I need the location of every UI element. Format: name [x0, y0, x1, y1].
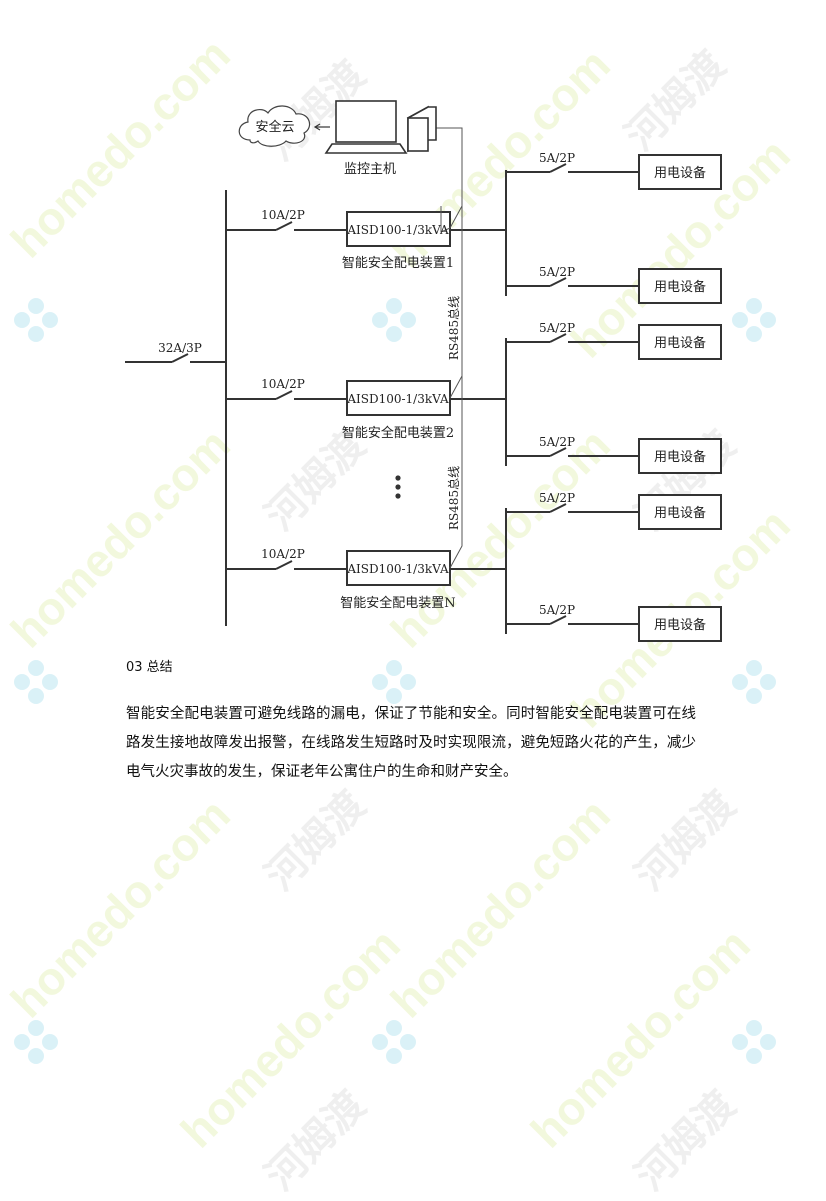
device-n-out-1-load: 用电设备	[654, 505, 706, 521]
device-1-breaker-label: 10A/2P	[261, 208, 305, 222]
watermark-flower-icon	[372, 660, 416, 704]
device-1-out-1-load: 用电设备	[654, 165, 706, 181]
device-1-breaker-switch	[275, 221, 293, 231]
watermark-text: homedo.com	[0, 788, 240, 1028]
device-1-out-2-breaker: 5A/2P	[539, 265, 575, 279]
watermark-flower-icon	[14, 660, 58, 704]
rs485-bus-label: RS485总线	[447, 296, 461, 360]
main-breaker-label: 32A/3P	[158, 341, 202, 355]
device-n-breaker-switch	[275, 560, 293, 570]
load-2b-box	[638, 438, 722, 474]
watermark-flower-icon	[372, 1020, 416, 1064]
cloud-label: 安全云	[255, 119, 294, 135]
device-n-out-2-load: 用电设备	[654, 617, 706, 633]
arrow-left-icon	[313, 123, 330, 131]
wiring-diagram: 安全云 监控主机 32A/3P 10A/2P AISD100-1/3kVA 智能…	[125, 100, 722, 642]
cloud-icon	[238, 105, 311, 147]
device-2-out-1-breaker: 5A/2P	[539, 321, 575, 335]
device-1-box	[346, 211, 451, 247]
device-1-box-label: AISD100-1/3kVA	[346, 223, 449, 237]
device-n-out-1-breaker: 5A/2P	[539, 491, 575, 505]
rs485-bus-line	[436, 127, 463, 229]
device-n-out-2-breaker: 5A/2P	[539, 603, 575, 617]
load-1b-box	[638, 268, 722, 304]
section-heading: 03 总结	[126, 660, 173, 675]
device-n-breaker-label: 10A/2P	[261, 547, 305, 561]
watermark-flower-icon	[732, 660, 776, 704]
main-breaker-switch	[171, 353, 189, 363]
watermark-flower-icon	[14, 1020, 58, 1064]
summary-paragraph: 智能安全配电装置可避免线路的漏电，保证了节能和安全。同时智能安全配电装置可在线路…	[126, 706, 696, 780]
device-1-out-1-breaker: 5A/2P	[539, 151, 575, 165]
device-1-name: 智能安全配电装置1	[342, 255, 454, 271]
device-n-name: 智能安全配电装置N	[340, 595, 455, 611]
ellipsis-icon	[395, 475, 401, 499]
device-2-out-2-breaker: 5A/2P	[539, 435, 575, 449]
watermark-text-cn: 河姆渡	[627, 782, 745, 900]
monitor-host-icon	[324, 100, 437, 154]
watermark-text: homedo.com	[380, 788, 620, 1028]
host-label: 监控主机	[344, 162, 396, 177]
load-1a-box	[638, 154, 722, 190]
watermark-flower-icon	[732, 1020, 776, 1064]
device-2-out-1-load: 用电设备	[654, 335, 706, 351]
load-2a-box	[638, 324, 722, 360]
watermark-text: homedo.com	[520, 918, 760, 1158]
load-na-box	[638, 494, 722, 530]
device-2-breaker-switch	[275, 390, 293, 400]
watermark-text-cn: 河姆渡	[257, 782, 375, 900]
watermark-text-cn: 河姆渡	[627, 1082, 745, 1200]
device-2-breaker-label: 10A/2P	[261, 377, 305, 391]
rs485-bus-line	[449, 376, 463, 569]
watermark-text: homedo.com	[170, 918, 410, 1158]
device-2-out-2-load: 用电设备	[654, 449, 706, 465]
device-n-box-label: AISD100-1/3kVA	[346, 562, 449, 576]
load-nb-box	[638, 606, 722, 642]
device-2-name: 智能安全配电装置2	[342, 425, 454, 441]
watermark-text-cn: 河姆渡	[257, 1082, 375, 1200]
device-1-out-2-load: 用电设备	[654, 279, 706, 295]
rs485-bus-label: RS485总线	[447, 466, 461, 530]
device-2-box-label: AISD100-1/3kVA	[346, 392, 449, 406]
